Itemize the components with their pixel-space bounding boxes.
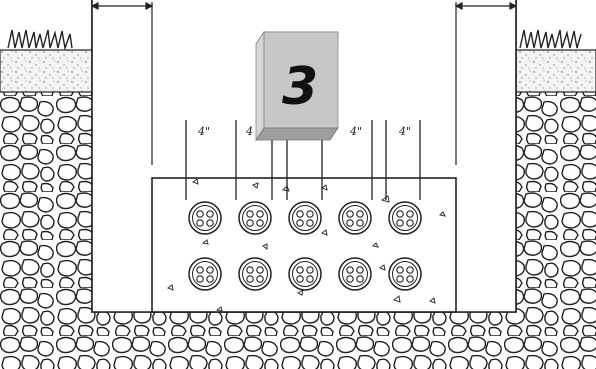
conduit-outer-ring bbox=[188, 257, 222, 291]
conduit-outer-ring bbox=[188, 201, 222, 235]
conduit-duct-hole bbox=[196, 219, 204, 227]
conduit bbox=[288, 257, 322, 291]
right-grass bbox=[519, 29, 582, 49]
conduit-duct-hole bbox=[306, 210, 314, 218]
conduit bbox=[238, 201, 272, 235]
conduit-duct-hole bbox=[206, 275, 214, 283]
conduit bbox=[388, 201, 422, 235]
conduit-duct-hole bbox=[396, 219, 404, 227]
conduit-outer-ring bbox=[338, 257, 372, 291]
conduit-duct-hole bbox=[196, 266, 204, 274]
spacing-label-3: 4" bbox=[349, 125, 362, 138]
conduit-duct-hole bbox=[256, 210, 264, 218]
conduit-duct-hole bbox=[206, 210, 214, 218]
badge-side-face bbox=[255, 30, 265, 142]
conduit-duct-hole bbox=[296, 266, 304, 274]
conduit-duct-hole bbox=[296, 210, 304, 218]
conduit-duct-hole bbox=[206, 266, 214, 274]
conduit-duct-hole bbox=[306, 266, 314, 274]
conduit-duct-hole bbox=[406, 210, 414, 218]
spacing-label-1: 4" bbox=[197, 125, 210, 138]
conduit-duct-hole bbox=[196, 210, 204, 218]
conduit bbox=[288, 201, 322, 235]
conduit-duct-hole bbox=[256, 275, 264, 283]
conduit-inner-ring bbox=[292, 261, 318, 287]
conduit-duct-hole bbox=[346, 210, 354, 218]
badge-bottom-face bbox=[255, 127, 339, 141]
right-topsoil bbox=[515, 49, 596, 93]
conduit-duct-hole bbox=[406, 266, 414, 274]
conduit-duct-hole bbox=[406, 219, 414, 227]
conduit-outer-ring bbox=[388, 257, 422, 291]
conduit-duct-hole bbox=[196, 275, 204, 283]
conduit-outer-ring bbox=[288, 201, 322, 235]
conduit-inner-ring bbox=[242, 205, 268, 231]
conduit bbox=[238, 257, 272, 291]
conduit-duct-hole bbox=[356, 210, 364, 218]
conduit bbox=[388, 257, 422, 291]
conduit-duct-hole bbox=[256, 266, 264, 274]
conduit-inner-ring bbox=[292, 205, 318, 231]
conduit-outer-ring bbox=[388, 201, 422, 235]
conduit-duct-hole bbox=[256, 219, 264, 227]
step-badge: 3 bbox=[255, 30, 339, 142]
conduit-duct-hole bbox=[246, 275, 254, 283]
conduit-outer-ring bbox=[338, 201, 372, 235]
conduit-duct-hole bbox=[306, 275, 314, 283]
badge-front-face bbox=[263, 31, 339, 129]
conduit-inner-ring bbox=[242, 261, 268, 287]
conduit-inner-ring bbox=[192, 261, 218, 287]
top-dimension-marks bbox=[90, 2, 518, 165]
conduit-inner-ring bbox=[392, 261, 418, 287]
conduit-duct-hole bbox=[406, 275, 414, 283]
concrete-aggregate bbox=[166, 178, 446, 312]
conduit-duct-hole bbox=[346, 275, 354, 283]
conduit-outer-ring bbox=[288, 257, 322, 291]
conduit-array bbox=[188, 201, 422, 291]
conduit-duct-hole bbox=[346, 219, 354, 227]
conduit-duct-hole bbox=[246, 219, 254, 227]
spacing-label-4: 4" bbox=[398, 125, 411, 138]
spacing-labels: 4" 4 4" 4" bbox=[197, 125, 411, 138]
conduit-duct-hole bbox=[206, 219, 214, 227]
conduit-duct-hole bbox=[306, 219, 314, 227]
conduit-inner-ring bbox=[192, 205, 218, 231]
conduit-inner-ring bbox=[392, 205, 418, 231]
bottom-stone-backfill bbox=[0, 312, 596, 369]
conduit-duct-hole bbox=[356, 266, 364, 274]
conduit-duct-hole bbox=[396, 266, 404, 274]
conduit bbox=[188, 257, 222, 291]
left-grass bbox=[7, 29, 73, 51]
conduit bbox=[188, 201, 222, 235]
conduit-duct-hole bbox=[246, 210, 254, 218]
conduit-inner-ring bbox=[342, 205, 368, 231]
spacing-label-2: 4 bbox=[245, 125, 253, 138]
conduit-duct-hole bbox=[346, 266, 354, 274]
conduit-duct-hole bbox=[356, 275, 364, 283]
conduit bbox=[338, 257, 372, 291]
conduit-duct-hole bbox=[296, 275, 304, 283]
conduit-duct-hole bbox=[246, 266, 254, 274]
conduit-duct-hole bbox=[396, 275, 404, 283]
conduit-duct-hole bbox=[296, 219, 304, 227]
left-topsoil bbox=[0, 49, 93, 93]
conduit-duct-hole bbox=[356, 219, 364, 227]
badge-number: 3 bbox=[282, 57, 318, 117]
conduit bbox=[338, 201, 372, 235]
concrete-encasement bbox=[151, 177, 457, 313]
conduit-duct-hole bbox=[396, 210, 404, 218]
conduit-outer-ring bbox=[238, 257, 272, 291]
conduit-inner-ring bbox=[342, 261, 368, 287]
conduit-outer-ring bbox=[238, 201, 272, 235]
